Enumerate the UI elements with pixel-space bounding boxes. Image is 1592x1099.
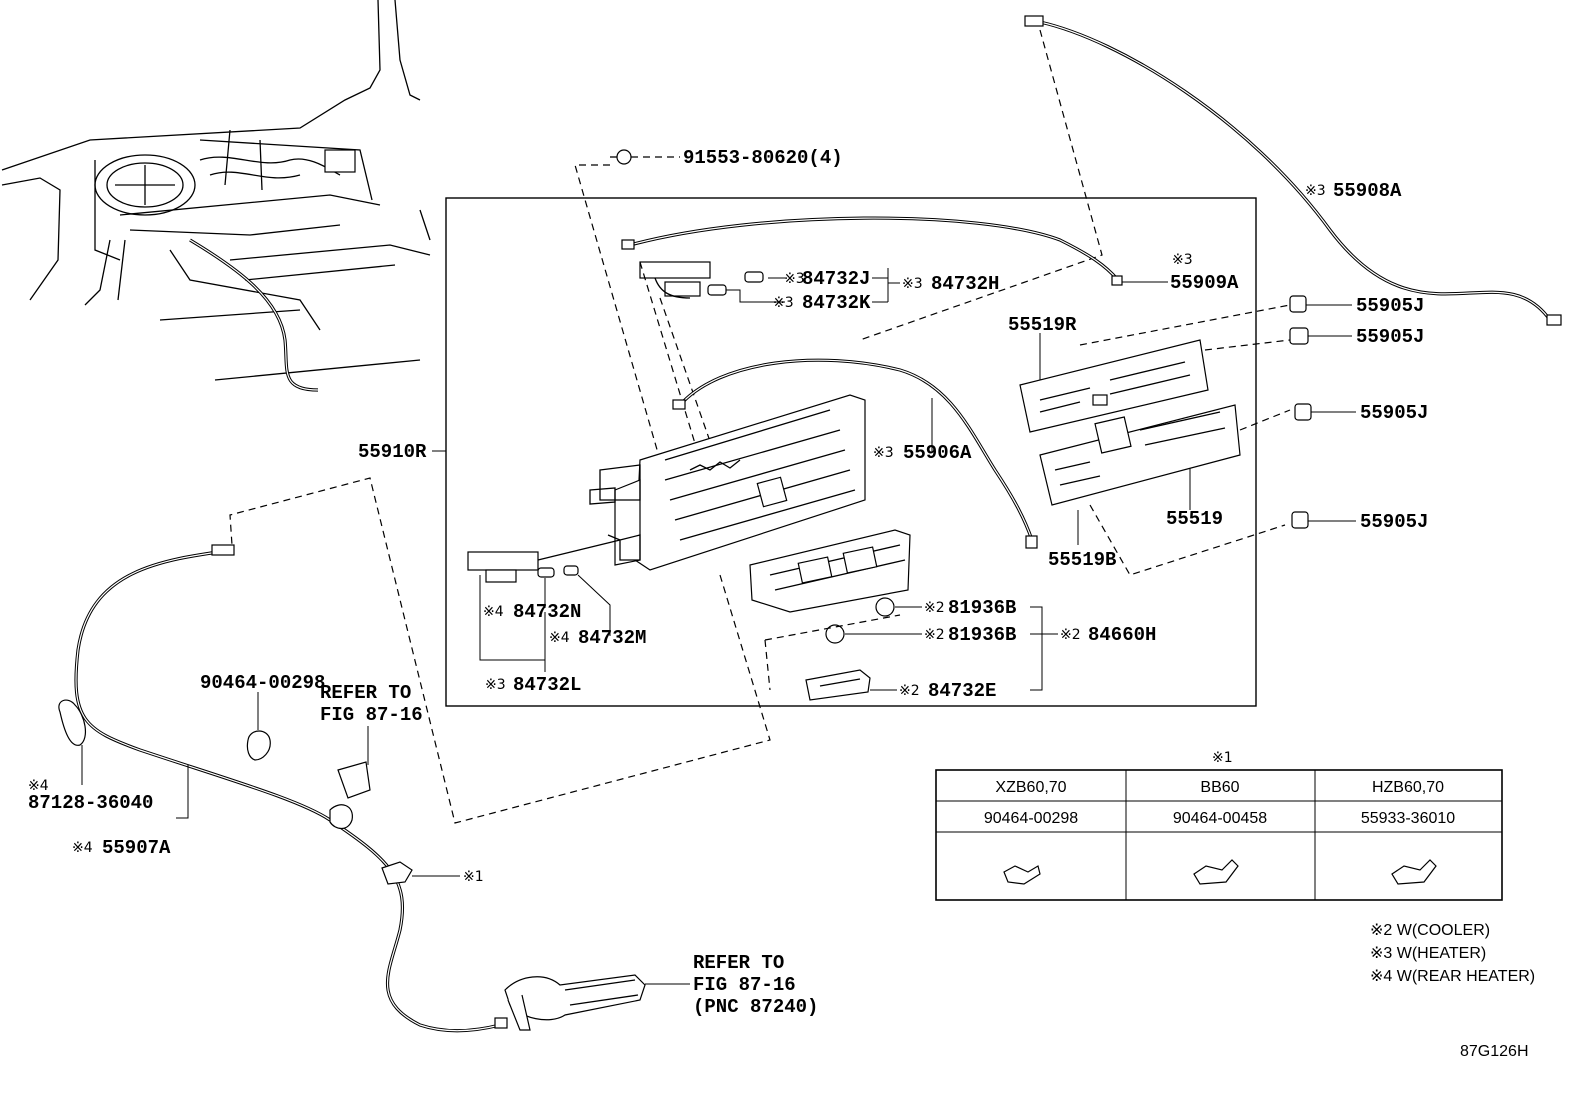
knob-2: [1289, 327, 1352, 345]
mark-84732k: ※3: [773, 295, 794, 311]
panel-assembly: [1019, 304, 1291, 576]
label-84732j: 84732J: [802, 268, 870, 290]
label-55906a: 55906A: [903, 442, 972, 464]
switch-sub-assembly: [229, 477, 911, 824]
knob-4: [1291, 511, 1356, 529]
screw: [574, 149, 680, 461]
label-84732k: 84732K: [802, 292, 871, 314]
refer-lower-line3: (PNC 87240): [693, 996, 818, 1018]
label-55908a: 55908A: [1333, 180, 1402, 202]
table-part-1: 90464-00298: [984, 810, 1078, 827]
dashboard-illustration: [1, 0, 431, 392]
table-part-2: 90464-00458: [1173, 810, 1267, 827]
table-part-3: 55933-36010: [1361, 810, 1455, 827]
clip-mark1: [381, 861, 460, 885]
label-55905j-4: 55905J: [1360, 511, 1428, 533]
table-col-2: BB60: [1200, 779, 1239, 796]
mark-55906a: ※3: [873, 445, 894, 461]
mark-clip: ※1: [463, 869, 484, 885]
mark-84732h: ※3: [902, 276, 923, 292]
mark-87128: ※4: [28, 778, 49, 794]
connector-cluster-bottom: [467, 539, 621, 672]
bulb-lower: [825, 624, 922, 644]
clamp-90464: [246, 692, 271, 761]
label-84732l: 84732L: [513, 674, 581, 696]
connector-cluster-top: [639, 261, 900, 471]
leader-55907a: [176, 765, 189, 819]
label-90464-top: 90464-00298: [200, 672, 325, 694]
label-84660h: 84660H: [1088, 624, 1156, 646]
label-55519b: 55519B: [1048, 549, 1116, 571]
refer-upper-line1: REFER TO: [320, 682, 411, 704]
legend-3: ※3 W(HEATER): [1370, 945, 1486, 962]
label-84732h: 84732H: [931, 273, 999, 295]
knob-3: [1294, 403, 1356, 421]
part-87128: [58, 699, 87, 785]
lever-assembly: [504, 974, 690, 1031]
mark-84732j: ※3: [784, 271, 805, 287]
applicability-table: ※1 XZB60,70 BB60 HZB60,70 90464-00298 90…: [935, 750, 1503, 901]
cable-55909a: [621, 216, 1168, 286]
label-55905j-2: 55905J: [1356, 326, 1424, 348]
label-84732n: 84732N: [513, 601, 581, 623]
refer-lower-line1: REFER TO: [693, 952, 784, 974]
label-55907a: 55907A: [102, 837, 171, 859]
mark-84732n: ※4: [483, 604, 504, 620]
table-heading: ※1: [1212, 750, 1233, 766]
table-col-1: XZB60,70: [995, 779, 1066, 796]
label-84732e: 84732E: [928, 680, 996, 702]
mark-84660h: ※2: [1060, 627, 1081, 643]
mark-55907a: ※4: [72, 840, 93, 856]
mark-84732e: ※2: [899, 683, 920, 699]
mark-55909a: ※3: [1172, 252, 1193, 268]
label-55905j-3: 55905J: [1360, 402, 1428, 424]
mark-81936b-2: ※2: [924, 627, 945, 643]
bracket-84660h: [1030, 606, 1058, 691]
main-frame: [445, 197, 1257, 707]
refer-lower-line2: FIG 87-16: [693, 974, 796, 996]
mark-84732m: ※4: [549, 630, 570, 646]
mark-81936b-1: ※2: [924, 600, 945, 616]
label-55905j-1: 55905J: [1356, 295, 1424, 317]
label-55519r: 55519R: [1008, 314, 1077, 336]
control-assembly: [589, 394, 866, 571]
legend-2: ※2 W(COOLER): [1370, 922, 1490, 939]
table-col-3: HZB60,70: [1372, 779, 1444, 796]
mark-55908a: ※3: [1305, 183, 1326, 199]
label-55519: 55519: [1166, 508, 1223, 530]
label-55909a: 55909A: [1170, 272, 1239, 294]
cable-55907a: [74, 544, 508, 1033]
label-84732m: 84732M: [578, 627, 646, 649]
label-81936b-1: 81936B: [948, 597, 1016, 619]
cable-55906a: [672, 358, 1038, 549]
label-81936b-2: 81936B: [948, 624, 1016, 646]
knob-1: [1289, 295, 1352, 313]
bracket-refer-upper: [329, 726, 371, 830]
refer-upper-line2: FIG 87-16: [320, 704, 423, 726]
legend-4: ※4 W(REAR HEATER): [1370, 968, 1535, 985]
label-87128: 87128-36040: [28, 792, 153, 814]
figure-id: 87G126H: [1460, 1043, 1529, 1060]
label-screw: 91553-80620(4): [683, 147, 843, 169]
mark-84732l: ※3: [485, 677, 506, 693]
cable-55908a: [859, 15, 1562, 341]
bulb-upper: [875, 597, 922, 617]
label-55910r: 55910R: [358, 441, 427, 463]
connector-84732e: [764, 614, 901, 701]
